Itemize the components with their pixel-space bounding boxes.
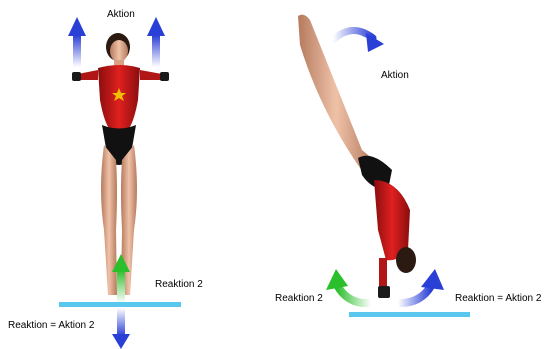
right-gymnast — [298, 15, 416, 298]
right-floor-bar — [349, 312, 470, 317]
right-reaction-arrow — [326, 269, 371, 303]
right-action-label: Aktion — [381, 70, 409, 82]
left-reaction2-label: Reaktion 2 — [155, 279, 203, 291]
right-action2-arrow — [398, 269, 444, 303]
left-action-arrow-1 — [68, 17, 86, 67]
left-action2-arrow — [112, 308, 130, 349]
left-action-arrow-2 — [147, 17, 165, 67]
right-reaction-equals-action2-label: Reaktion = Aktion 2 — [455, 293, 541, 305]
right-action-arrow — [333, 30, 384, 52]
left-reaction-equals-action2-label: Reaktion = Aktion 2 — [8, 320, 94, 332]
left-action-label: Aktion — [107, 9, 135, 21]
left-floor-bar — [59, 302, 181, 307]
right-reaction2-label: Reaktion 2 — [275, 293, 323, 305]
